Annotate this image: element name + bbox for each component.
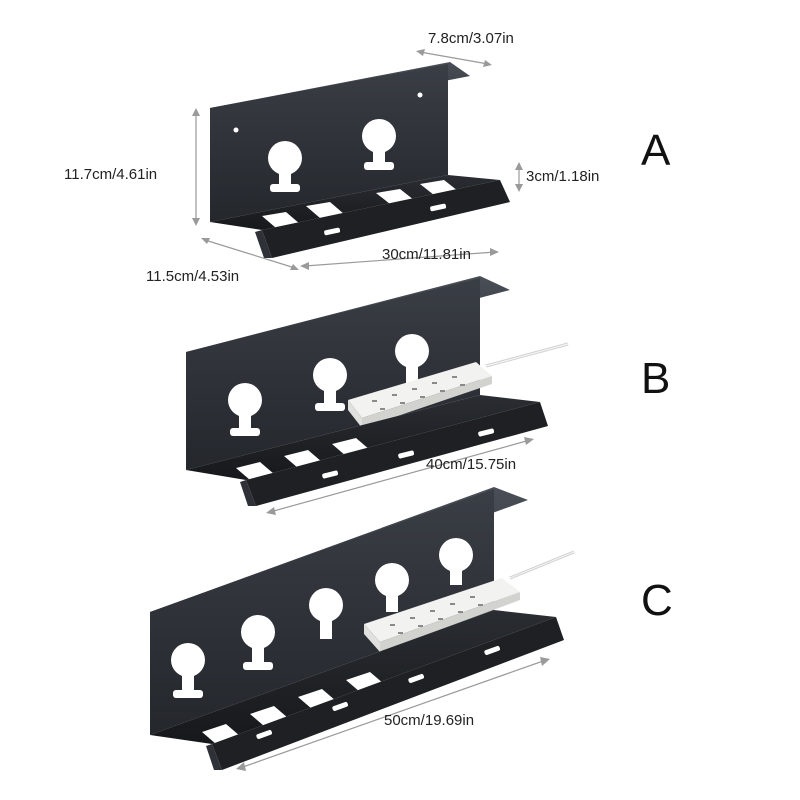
tray-a-back-panel — [210, 64, 448, 222]
power-strip-b — [348, 342, 569, 428]
tray-a-dimension-lines — [192, 49, 523, 270]
tray-b-base — [186, 395, 540, 480]
tray-a-height-label: 11.7cm/4.61in — [64, 166, 158, 183]
tray-c-dimension-line — [236, 657, 550, 771]
tray-a-keyholes — [233, 92, 423, 192]
power-strip-c — [364, 550, 575, 652]
tray-c-base — [150, 610, 556, 744]
tray-c-keyholes — [171, 538, 473, 698]
tray-b-keyholes — [228, 334, 429, 436]
tray-b-length-label: 40cm/15.75in — [426, 456, 517, 473]
tray-c-front-lip — [212, 617, 564, 770]
tray-a-width-label: 11.5cm/4.53in — [146, 268, 240, 285]
tray-c-length-label: 50cm/19.69in — [384, 712, 475, 729]
tray-b-front-lip — [246, 402, 548, 506]
tray-a-front-lip — [262, 180, 510, 258]
tray-a-lip-label: 3cm/1.18in — [526, 168, 600, 185]
tray-b-dimension-line — [266, 437, 534, 515]
tray-c — [150, 487, 575, 770]
tray-a — [210, 62, 510, 258]
tray-b — [186, 276, 569, 506]
tray-a-depth-label: 7.8cm/3.07in — [428, 30, 514, 47]
tray-a-length-label: 30cm/11.81in — [382, 246, 471, 263]
variant-label-b: B — [641, 354, 671, 403]
variant-label-a: A — [641, 126, 671, 175]
variant-label-c: C — [641, 576, 673, 625]
